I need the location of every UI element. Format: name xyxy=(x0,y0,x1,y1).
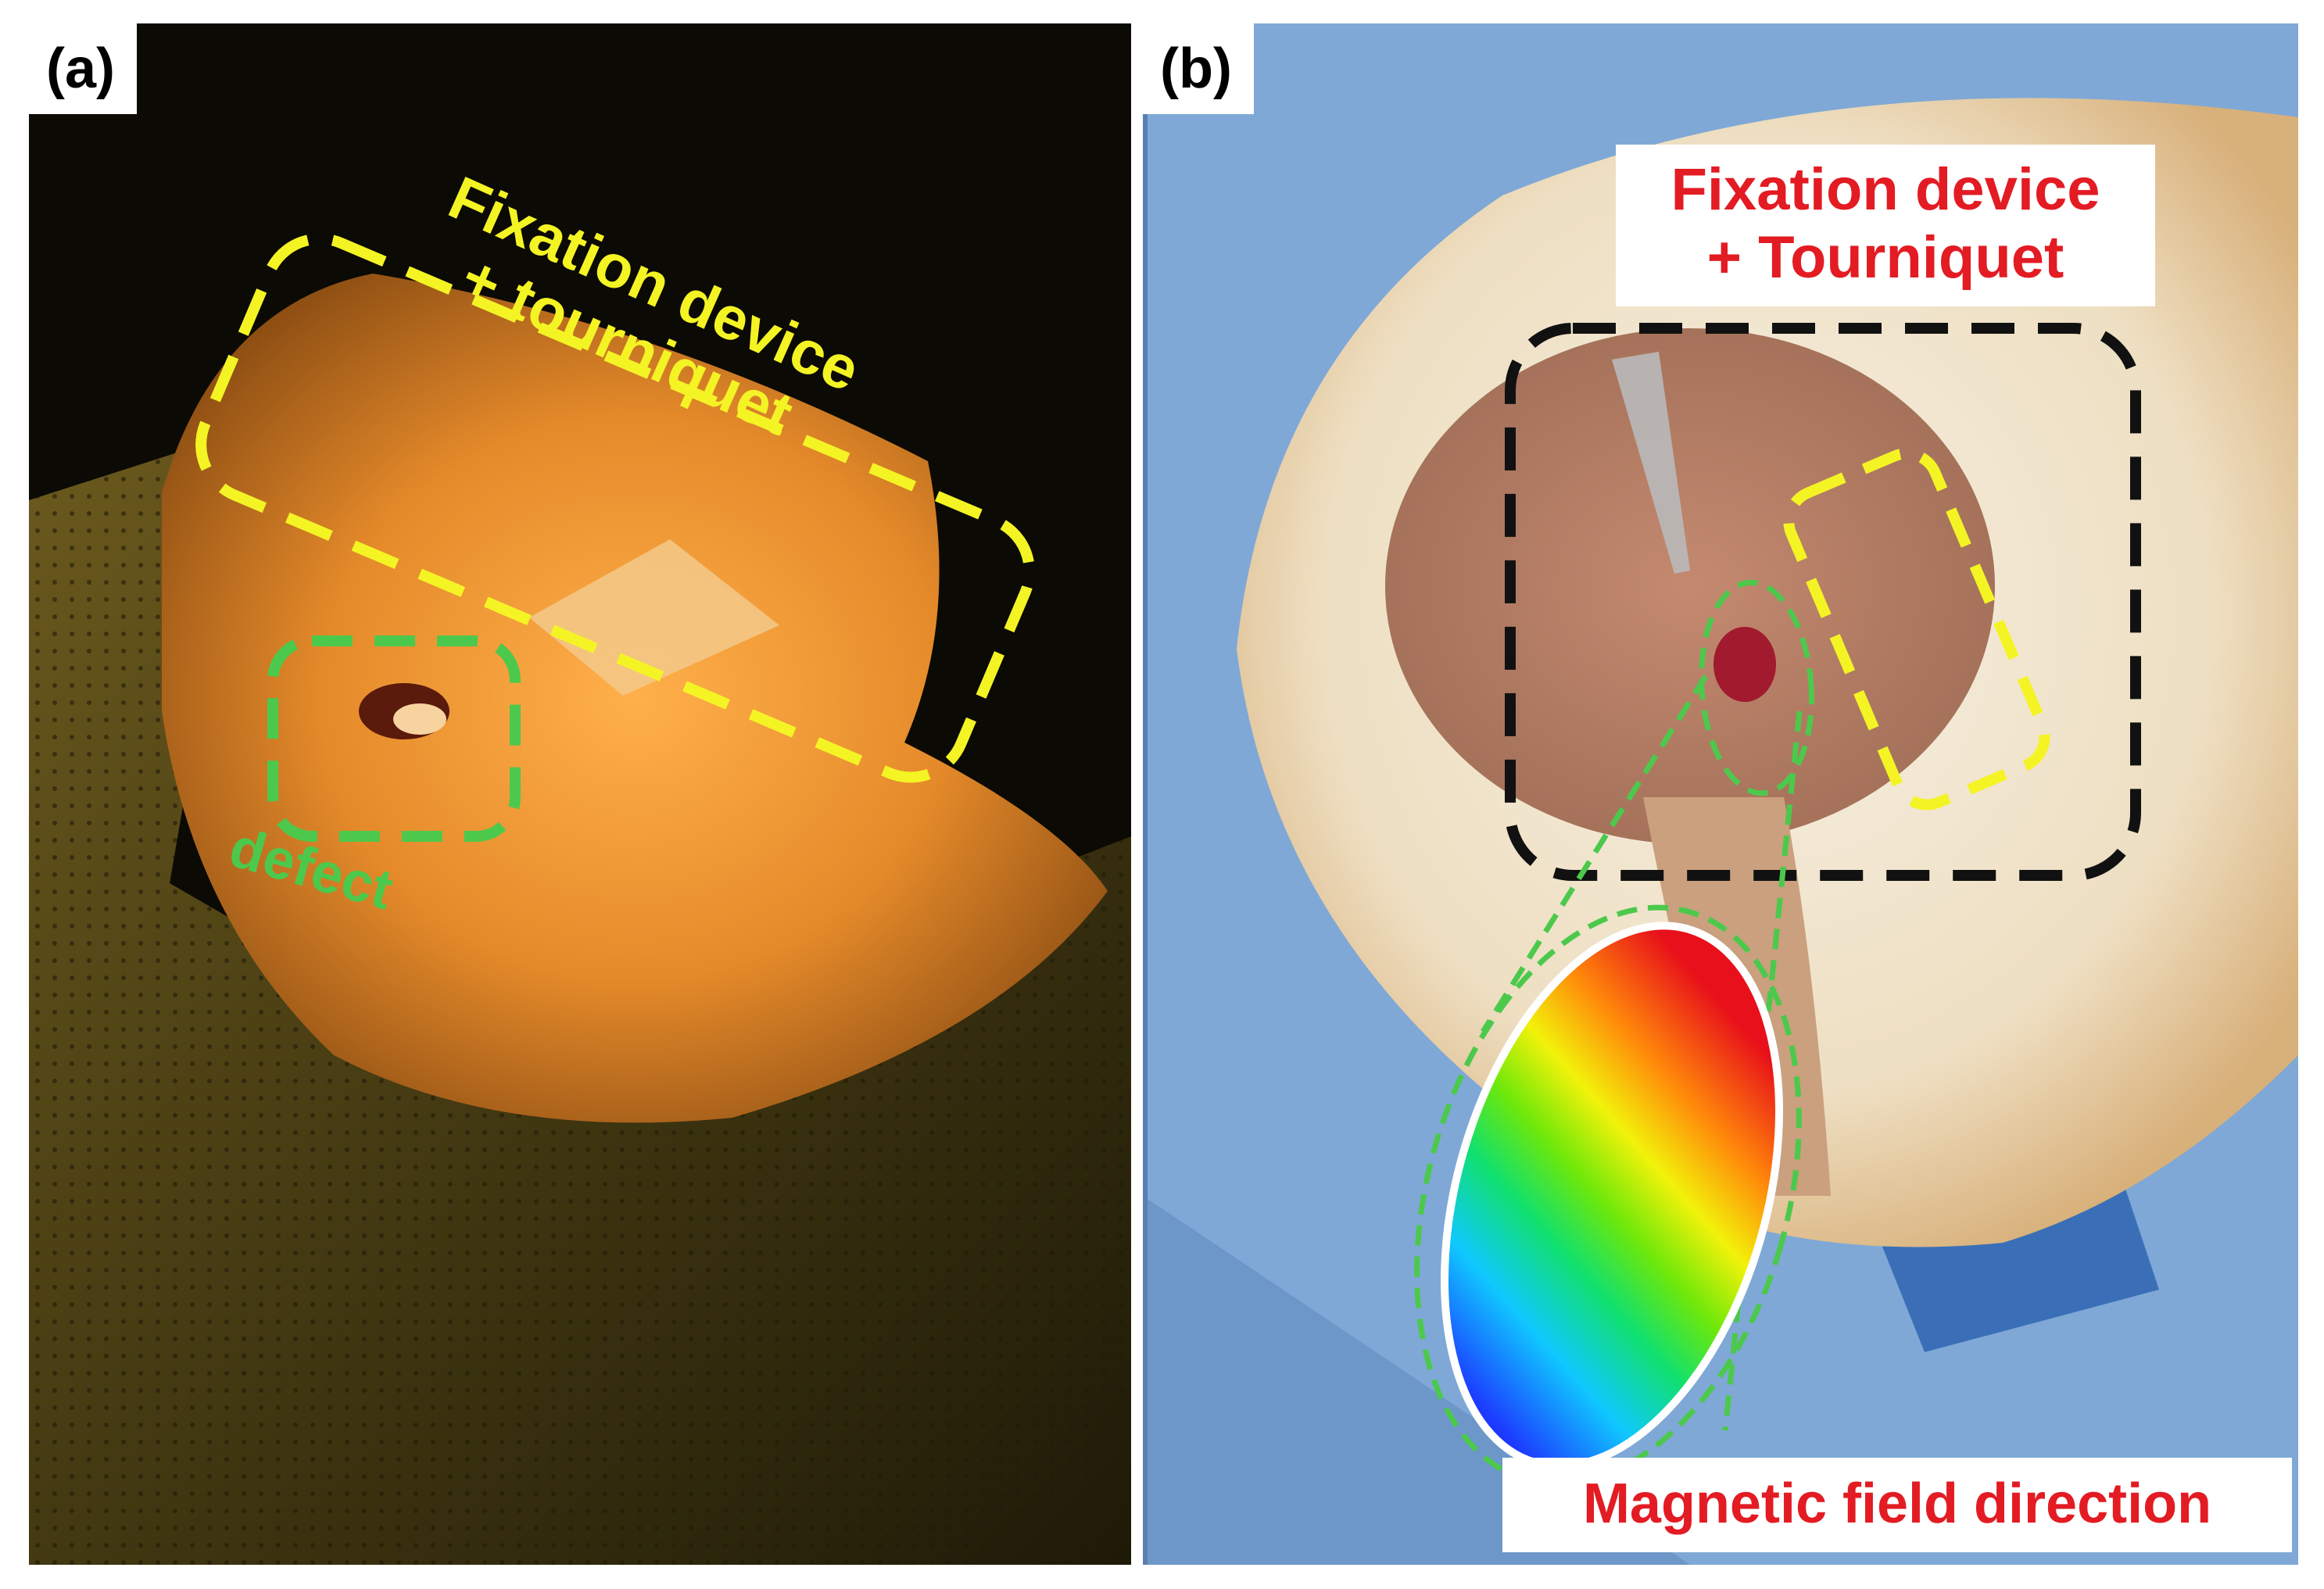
panel-a: (a) Fixation device + tourniquet defect xyxy=(29,23,1131,1565)
wound-callout xyxy=(1699,579,1814,796)
fixation-box-a xyxy=(195,233,1035,783)
panel-b-label: (b) xyxy=(1143,23,1254,114)
fixation-label-b: Fixation device + Tourniquet xyxy=(1616,145,2155,306)
panel-b: (b) Fixation device + Tourniquet Magneti… xyxy=(1143,23,2298,1565)
fixation-box-b xyxy=(1505,323,2141,881)
tourniquet-box-b xyxy=(1783,448,2050,811)
panel-a-label: (a) xyxy=(29,23,137,114)
photo-a xyxy=(29,23,1131,1565)
magnetic-field-label: Magnetic field direction xyxy=(1502,1458,2292,1552)
defect-box xyxy=(267,635,521,842)
